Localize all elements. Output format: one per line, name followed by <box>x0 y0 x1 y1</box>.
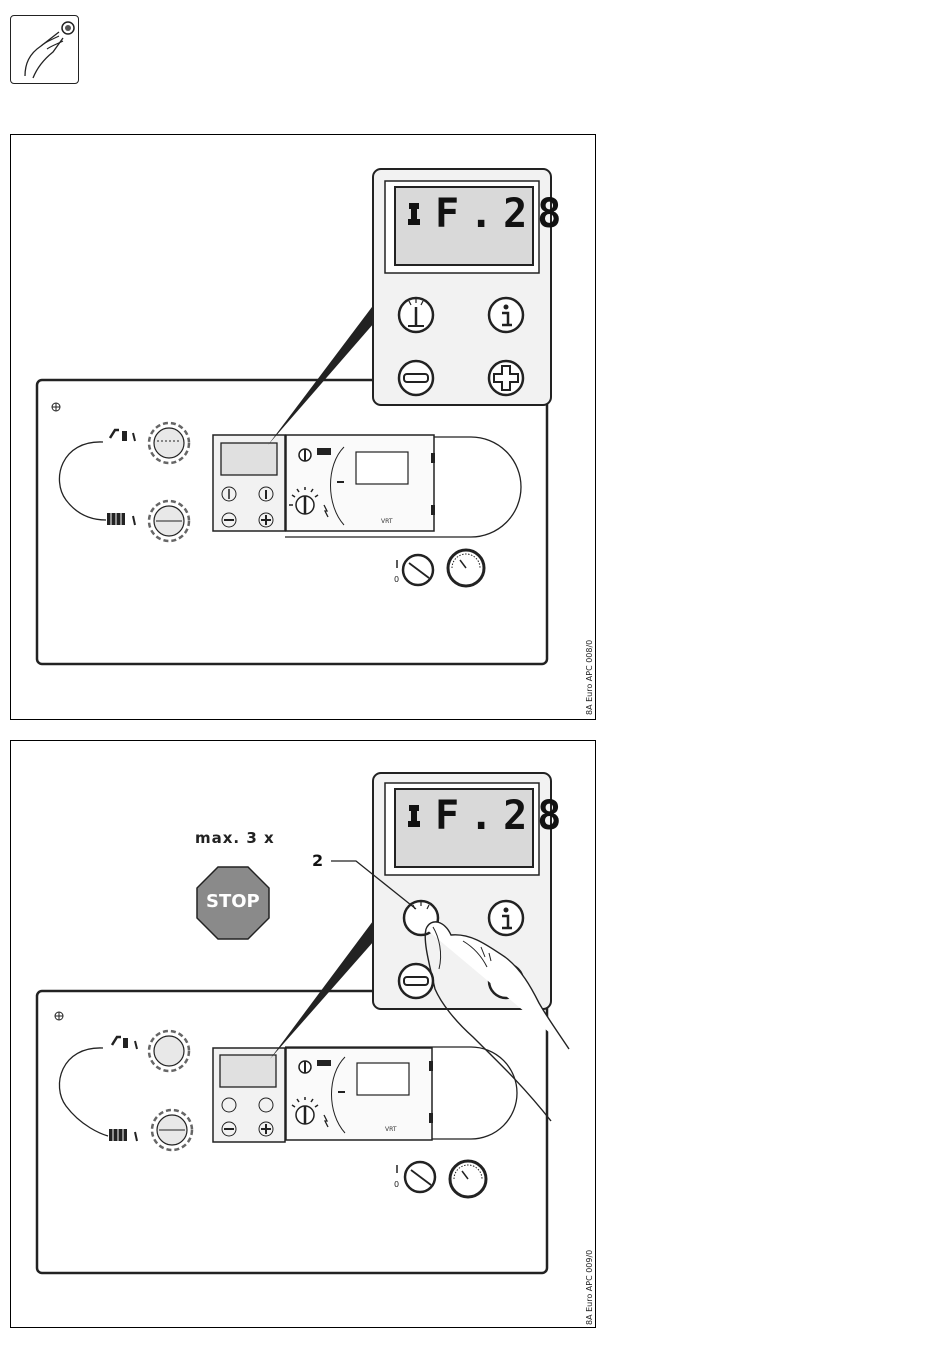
display-code: F.28 <box>435 793 571 839</box>
display-code: F.28 <box>435 191 571 237</box>
svg-text:VRT: VRT <box>385 1126 397 1133</box>
figure-reference: 8A Euro APC 008/0 <box>585 640 594 715</box>
repeat-limit-label: max. 3 x <box>195 829 275 847</box>
svg-text:0: 0 <box>394 575 399 584</box>
svg-text:0: 0 <box>394 1180 399 1189</box>
callout-number: 2 <box>312 851 323 870</box>
hand-turning-knob-icon <box>10 15 79 84</box>
figure-press-reset: VRT 0 <box>10 740 596 1328</box>
stop-sign-label: STOP <box>206 891 260 912</box>
figure-reference: 8A Euro APC 009/0 <box>585 1250 594 1325</box>
svg-text:VRT: VRT <box>381 518 393 525</box>
figure-display-f28: VRT 0 <box>10 134 596 720</box>
